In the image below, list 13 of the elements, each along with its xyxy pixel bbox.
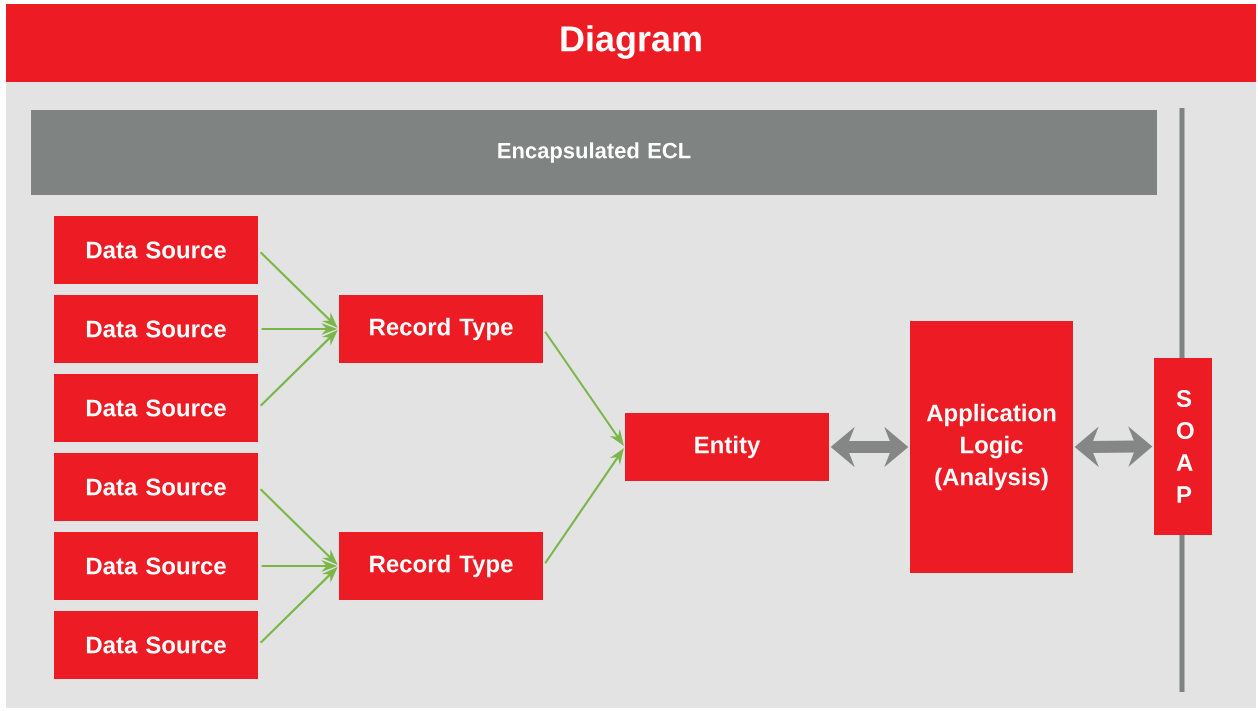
process-box: Data Source (54, 216, 258, 284)
process-box: Record Type (339, 295, 543, 363)
section-band: Encapsulated ECL (31, 110, 1157, 195)
process-box: Data Source (54, 611, 258, 679)
process-box: Data Source (54, 532, 258, 600)
process-box: Data Source (54, 374, 258, 442)
process-box: Record Type (339, 532, 543, 600)
process-box: Data Source (54, 295, 258, 363)
process-box: Data Source (54, 453, 258, 521)
interface-box: S O A P (1154, 358, 1212, 535)
process-box: Entity (625, 413, 829, 481)
header-bar: Diagram (6, 4, 1256, 82)
process-box: Application Logic (Analysis) (910, 321, 1073, 573)
